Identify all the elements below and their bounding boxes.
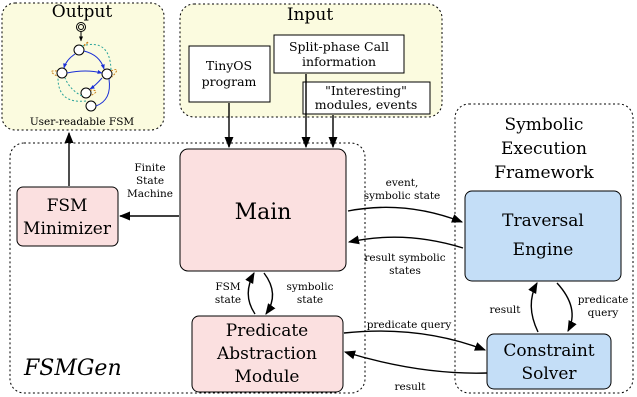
symbolic-framework-frame: [454, 103, 634, 394]
symbolic-title-line1: Symbolic: [505, 115, 584, 135]
result-side-label: result: [490, 304, 522, 316]
traversal-label-line2: Engine: [513, 240, 574, 260]
predicate-to-solver-arrow: [343, 330, 487, 351]
traversal-to-solver-arrow: [556, 282, 577, 332]
tinyos-label-line2: program: [202, 74, 257, 89]
predicate-label-line2: Abstraction: [216, 344, 317, 364]
symbolic-state-label-line2: state: [297, 294, 323, 306]
input-title: Input: [287, 5, 333, 25]
interesting-box: [302, 81, 431, 115]
output-caption: User-readable FSM: [30, 116, 135, 128]
interesting-label-line1: "Interesting": [325, 83, 407, 98]
splitphase-label-line1: Split-phase Call: [289, 39, 389, 54]
predicate-label-line3: Module: [235, 367, 300, 387]
solver-to-traversal-arrow: [528, 282, 539, 333]
output-title: Output: [52, 2, 113, 22]
fsm-state-label-line2: state: [215, 294, 241, 306]
main-node: [179, 148, 347, 272]
constraint-solver-node: [486, 333, 612, 390]
fsmgen-label: FSMGen: [23, 356, 122, 381]
result-bottom-label: result: [395, 381, 427, 393]
symbolic-title-line2: Execution: [501, 139, 587, 159]
fsm-state-label-line1: FSM: [215, 281, 240, 293]
predicate-query-side-label-line1: predicate: [578, 294, 629, 306]
result-symbolic-states-label-line2: states: [389, 265, 421, 277]
tinyos-program-box: [188, 45, 271, 103]
fsmgen-frame: [9, 142, 366, 394]
fsm-minimizer-node: [16, 186, 119, 247]
solver-to-predicate-arrow: [343, 350, 488, 374]
symbolic-state-label-line1: symbolic: [287, 281, 334, 293]
main-to-traversal-arrow: [347, 206, 464, 223]
predicate-query-label: predicate query: [367, 319, 452, 331]
main-to-predicate-arrow: [263, 272, 276, 315]
splitphase-box: [273, 34, 405, 74]
result-symbolic-states-label-line1: result symbolic: [364, 252, 445, 264]
traversal-engine-node: [464, 190, 622, 282]
event-symbolic-state-label-line2: symbolic state: [364, 190, 441, 202]
constraint-label-line2: Solver: [521, 364, 577, 384]
predicate-to-main-arrow: [245, 272, 256, 315]
splitphase-label-line2: information: [302, 54, 376, 69]
event-symbolic-state-label-line1: event,: [386, 177, 419, 189]
tinyos-label-line1: TinyOS: [206, 58, 252, 73]
finite-state-machine-label-line3: Machine: [127, 188, 173, 200]
mini-fsm-graphic: [51, 22, 118, 112]
predicate-query-side-label-line2: query: [588, 307, 619, 319]
output-panel: [1, 2, 165, 131]
symbolic-title-line3: Framework: [494, 163, 594, 183]
traversal-label-line1: Traversal: [502, 211, 584, 231]
finite-state-machine-label-line2: State: [136, 175, 164, 187]
predicate-label-line1: Predicate: [226, 321, 309, 341]
finite-state-machine-label-line1: Finite: [134, 162, 165, 174]
fsm-minimizer-label-line1: FSM: [47, 196, 88, 216]
fsm-minimizer-label-line2: Minimizer: [23, 219, 112, 239]
predicate-abstraction-node: [191, 315, 344, 393]
traversal-to-main-arrow: [347, 235, 464, 249]
interesting-label-line2: modules, events: [315, 97, 418, 112]
constraint-label-line1: Constraint: [503, 341, 594, 361]
main-label: Main: [235, 200, 292, 225]
